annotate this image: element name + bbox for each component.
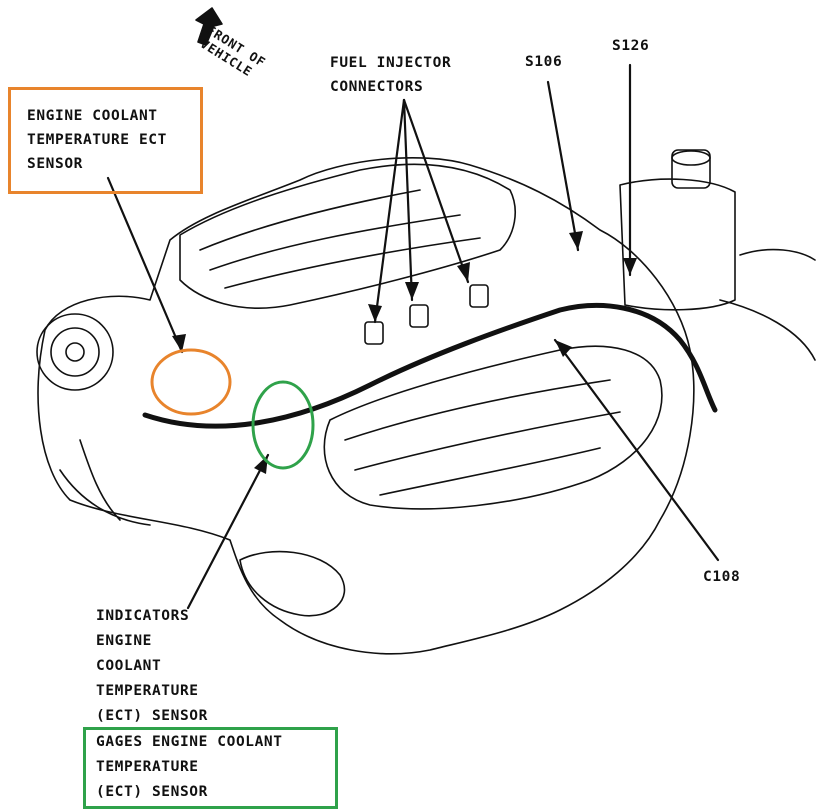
fuel-injector-leader-3 [402,98,470,284]
fuel-line-1: FUEL INJECTOR [330,55,452,71]
arrowhead-icon [457,262,470,282]
ect-sensor-label-box [8,87,203,194]
engine-block-outline [37,157,695,655]
indicators-leader [186,453,270,610]
indicator-sensor-highlight [251,380,315,470]
s106-label: S106 [525,54,563,70]
indicators-label: INDICATORS ENGINE COOLANT TEMPERATURE (E… [96,608,208,724]
front-arrow-icon [195,7,223,46]
fuel-injector-leader-1 [373,98,406,324]
gages-label-box [83,727,338,809]
ect-sensor-highlight [150,348,232,416]
c108-leader [553,338,720,562]
arrowhead-icon [555,340,572,357]
fuel-injector-leader-2 [402,98,414,302]
c108-label: C108 [703,569,741,585]
fuel-line-2: CONNECTORS [330,79,424,95]
coolant-reservoir [619,178,736,311]
ect-line-1: ENGINE COOLANT [27,108,158,124]
arrowhead-icon [623,258,637,275]
ect-sensor-leader [106,176,184,354]
arrowhead-icon [368,304,382,322]
pulley [36,313,114,391]
fuel-injector-label: FUEL INJECTOR CONNECTORS [330,51,451,99]
arrowhead-icon [405,282,419,300]
ect-line-3: SENSOR [27,156,83,172]
arrowhead-icon [254,455,268,474]
ect-line-2: TEMPERATURE ECT [27,132,167,148]
arrowhead-icon [172,334,186,352]
arrowhead-icon [569,231,583,250]
gages-label: GAGES ENGINE COOLANT TEMPERATURE (ECT) S… [96,734,283,800]
s126-label: S126 [612,38,650,54]
ect-sensor-label: ENGINE COOLANT TEMPERATURE ECT SENSOR [27,104,167,176]
wiring-harness [142,303,718,429]
s106-leader [546,80,580,252]
valve-cover [323,345,663,510]
intake-plenum [179,163,516,309]
